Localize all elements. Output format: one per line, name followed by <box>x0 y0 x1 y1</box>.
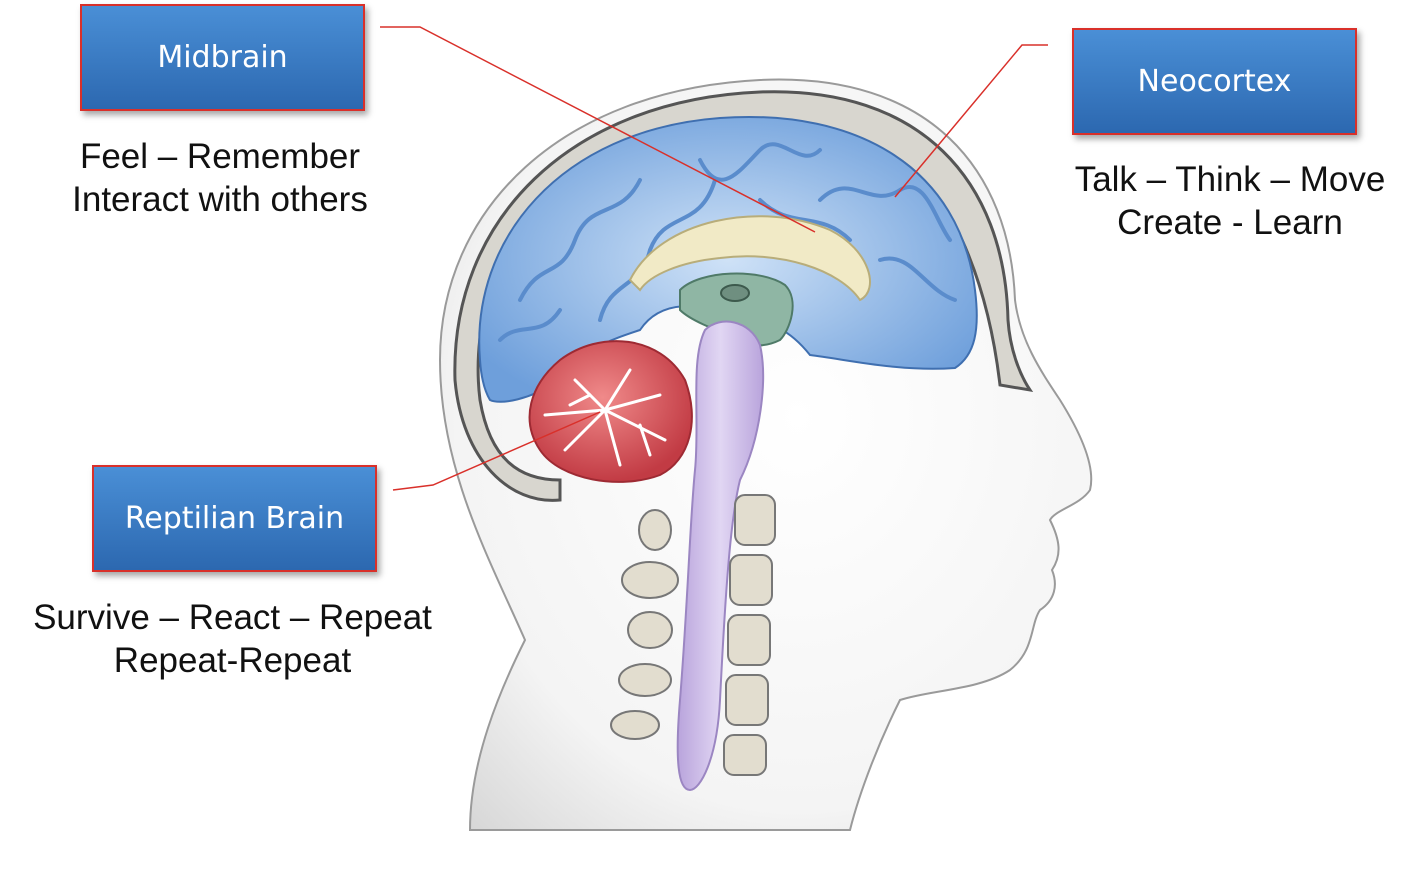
reptilian-title: Reptilian Brain <box>124 501 345 536</box>
neocortex-description: Talk – Think – Move Create - Learn <box>1045 158 1415 244</box>
reptilian-description: Survive – React – Repeat Repeat-Repeat <box>5 596 460 682</box>
reptilian-leader <box>392 411 601 491</box>
reptilian-label-box: Reptilian Brain <box>92 465 377 572</box>
neocortex-line-2: Create - Learn <box>1117 203 1343 242</box>
neocortex-leader <box>894 44 1048 198</box>
midbrain-description: Feel – Remember Interact with others <box>30 135 410 221</box>
reptilian-line-1: Survive – React – Repeat <box>33 598 432 637</box>
midbrain-line-2: Interact with others <box>72 180 368 219</box>
midbrain-title: Midbrain <box>157 40 288 75</box>
neocortex-label-box: Neocortex <box>1072 28 1357 135</box>
midbrain-leader <box>380 26 816 233</box>
neocortex-title: Neocortex <box>1137 64 1292 99</box>
midbrain-label-box: Midbrain <box>80 4 365 111</box>
vertebrae <box>610 494 776 776</box>
midbrain-line-1: Feel – Remember <box>79 137 361 176</box>
neocortex-line-1: Talk – Think – Move <box>1074 160 1386 199</box>
corpus-callosum <box>628 215 871 302</box>
reptilian-line-2: Repeat-Repeat <box>113 641 352 680</box>
leader-lines <box>380 26 1048 491</box>
cerebellum <box>528 340 693 483</box>
brainstem <box>676 320 765 792</box>
